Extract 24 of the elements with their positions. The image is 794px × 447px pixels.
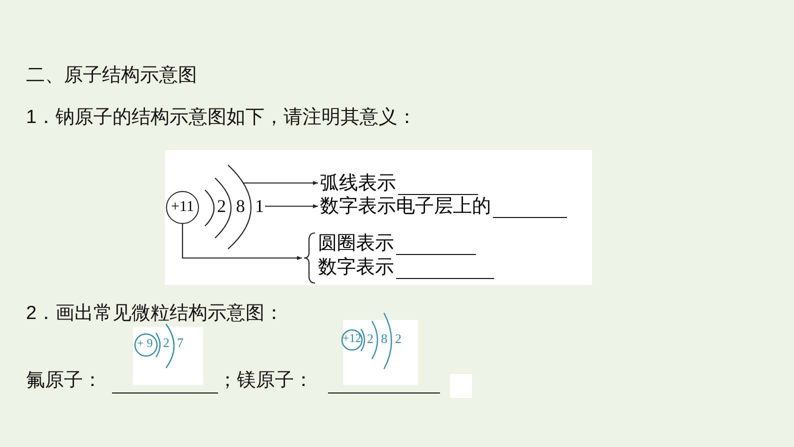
curly-brace [303, 232, 315, 284]
prompt-text: 弧线表示 [320, 173, 396, 194]
text-line: 2．画出常见微粒结构示意图： [26, 303, 284, 325]
shell-number: 2 [367, 332, 374, 347]
text-line: 1．钠原子的结构示意图如下，请注明其意义： [26, 107, 417, 129]
prompt-text: 数字表示电子层上的 [320, 196, 491, 217]
text-line: 氟原子： [26, 370, 102, 392]
shell-number: 7 [177, 336, 184, 351]
shell-number: 8 [236, 196, 245, 217]
shell-number: 2 [217, 196, 226, 217]
text-line: 二、原子结构示意图 [26, 65, 197, 87]
electron-shell-arc [228, 164, 252, 250]
shell-number: 8 [381, 332, 388, 347]
shell-number: + 9 [137, 337, 153, 351]
arrow [182, 224, 302, 260]
shell-number: 2 [395, 332, 402, 347]
shell-number: 1 [255, 196, 264, 216]
arrow [243, 181, 318, 185]
text-line: ；镁原子： [218, 370, 313, 392]
shell-number: +12 [342, 332, 362, 346]
arrow [265, 204, 318, 208]
prompt-text: 圆圈表示 [318, 233, 394, 254]
shell-number: 2 [163, 336, 170, 351]
prompt-text: 数字表示 [318, 257, 394, 278]
